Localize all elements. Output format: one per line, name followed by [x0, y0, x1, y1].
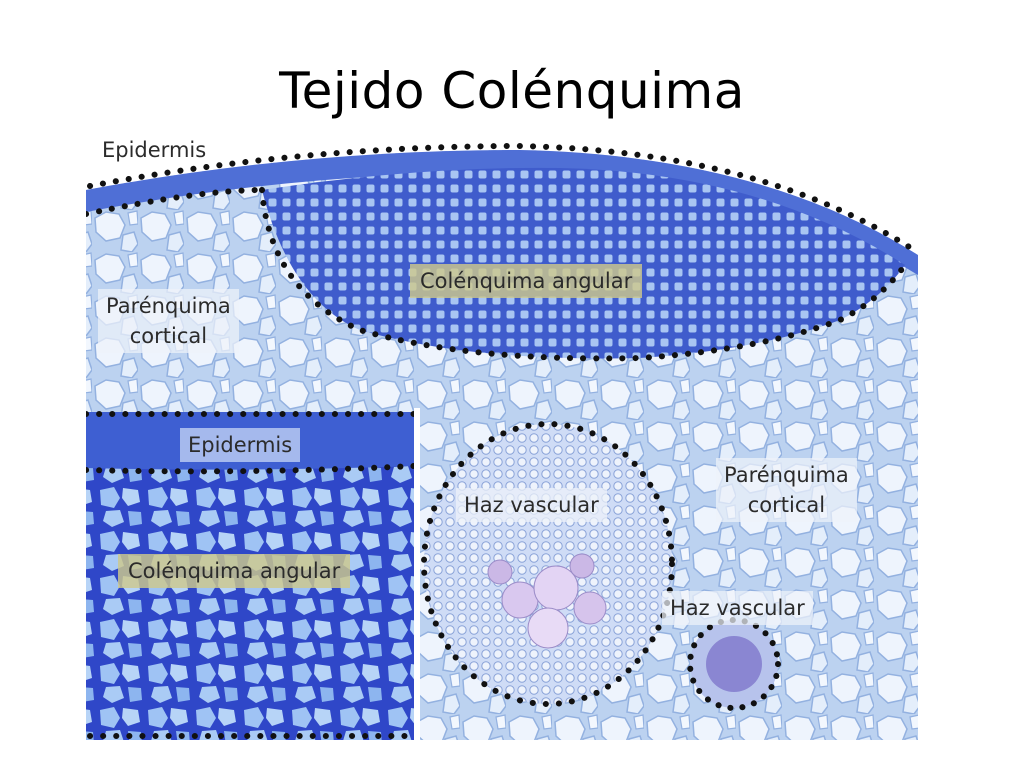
vascular-bundle-large [421, 421, 675, 707]
label-inset-colenquima-angular: Colénquima angular [118, 554, 351, 588]
label-epidermis-top: Epidermis [102, 138, 207, 162]
label-haz-vascular-small: Haz vascular [662, 591, 813, 625]
epidermis-outline-dots [87, 142, 917, 253]
label-colenquima-angular: Colénquima angular [410, 264, 643, 298]
label-parenquima-cortical-right: Parénquima cortical [716, 458, 857, 522]
label-parenquima-cortical-left: Parénquima cortical [98, 289, 239, 353]
collenchyma-region [262, 167, 905, 359]
collenchyma-outline-dots [259, 187, 908, 362]
vascular-bundle-small [687, 617, 781, 711]
label-haz-vascular-large: Haz vascular [456, 488, 607, 522]
epidermis-layer [86, 150, 918, 275]
slide-title: Tejido Colénquima [279, 62, 745, 120]
label-inset-epidermis: Epidermis [180, 428, 301, 462]
